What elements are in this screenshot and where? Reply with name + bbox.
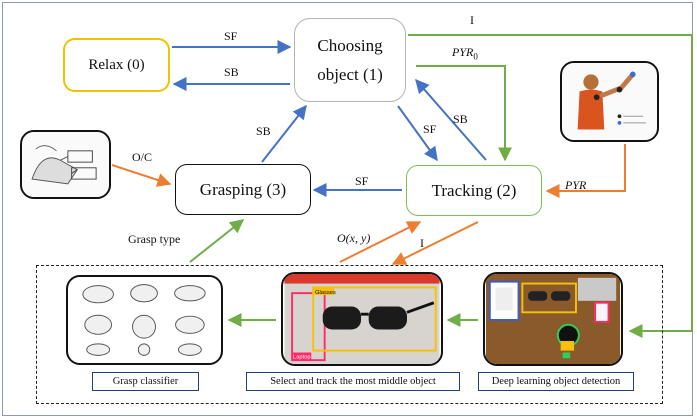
caption-object-detection: Deep learning object detection [478,372,634,391]
state-choosing-label-line2: object (1) [317,65,383,84]
imu-arm-image [560,61,659,142]
label-choosing-to-pipeline: I [470,13,474,27]
label-imu-pyr: PYR [565,178,587,192]
label-pyr0: PYR0 [452,45,478,62]
label-choosing-to-relax: SB [224,65,239,79]
arrow-glove-to-grasping [111,164,172,187]
label-relax-to-choosing: SF [224,29,238,43]
state-relax-label: Relax (0) [88,56,145,73]
grasp-classifier-image [66,275,223,365]
data-glove-image [20,130,111,199]
label-tracking-to-grasping: SF [355,174,369,188]
state-grasping: Grasping (3) [175,164,311,215]
laptop-detection-label: Laptop [293,354,311,360]
arrow-tracking-to-pipeline [391,221,479,265]
arrow-choosing-to-tracking [397,105,438,162]
vision-pipeline-box [36,265,663,404]
state-tracking-label: Tracking (2) [431,180,517,200]
label-tracking-to-pipeline: I [420,236,424,250]
label-grasp-type: Grasp type [128,232,181,246]
label-grasping-to-choosing: SB [256,124,271,138]
label-tracking-to-choosing: SB [453,112,468,126]
caption-select-track: Select and track the most middle object [246,372,460,391]
state-relax: Relax (0) [63,38,170,92]
state-choosing-object: Choosing object (1) [294,18,406,102]
glasses-detection-label: Glasses [315,290,336,296]
object-detection-image [483,272,623,366]
label-object-coords: O(x, y) [337,231,371,245]
arrow-grasping-to-choosing [261,104,307,163]
arrow-pipeline-to-grasping [189,219,245,263]
arrow-imu-to-tracking [545,144,626,198]
arrow-pipeline-to-tracking [339,221,422,263]
state-grasping-label: Grasping (3) [199,179,287,199]
label-choosing-to-tracking: SF [423,122,437,136]
arrow-tracking-to-choosing [415,78,487,161]
state-choosing-label-line1: Choosing [317,36,383,55]
state-tracking: Tracking (2) [406,165,542,216]
tracked-glasses-image: Glasses Laptop [281,272,443,366]
arrow-choosing-to-pipeline [408,34,693,338]
caption-grasp-classifier: Grasp classifier [92,372,199,391]
label-glove-oc: O/C [132,150,153,164]
arrow-choosing-to-tracking-pyr0 [416,65,512,162]
